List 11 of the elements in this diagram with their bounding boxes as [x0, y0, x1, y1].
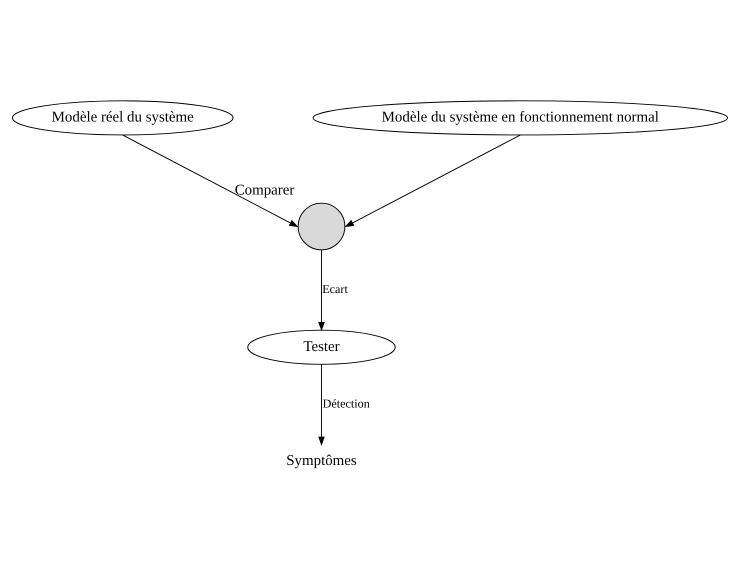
arrow	[318, 364, 325, 446]
node-label: Comparer	[234, 182, 294, 199]
node-ellipse: Modèle réel du système	[12, 100, 234, 136]
node-text: Symptômes	[286, 453, 357, 470]
arrow	[318, 250, 325, 332]
node-ellipse: Tester	[247, 330, 396, 365]
node-ellipse: Modèle du système en fonctionnement normal	[312, 100, 728, 136]
node-circle	[298, 202, 346, 250]
edge-label: Détection	[322, 396, 370, 411]
arrow	[344, 134, 521, 228]
edge-label: Ecart	[322, 282, 348, 296]
